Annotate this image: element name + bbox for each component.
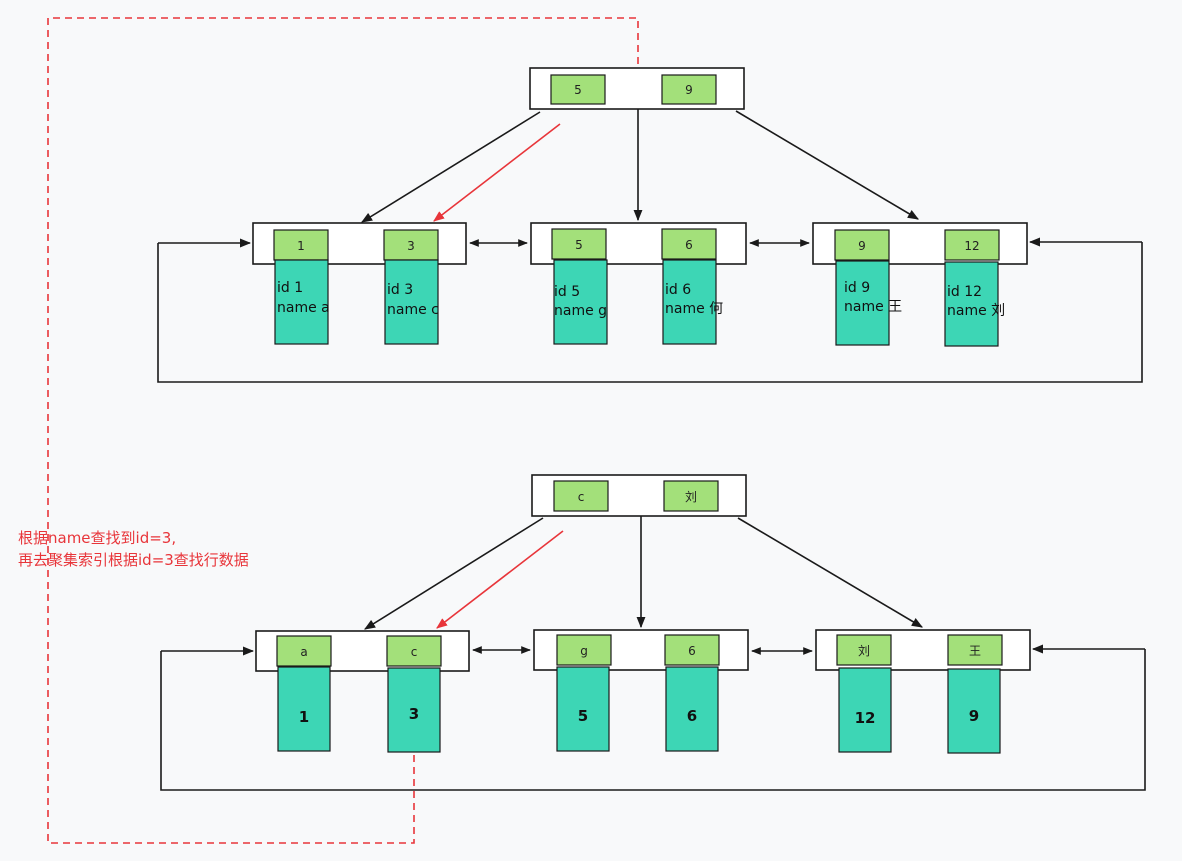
record-id-text: id 1 [277,280,303,296]
record-id-text: id 3 [387,282,413,298]
lower-root-key: c [578,490,585,504]
row-record-box [835,260,890,346]
row-record-box [384,259,439,345]
lower-root-node: c 刘 [531,474,747,517]
upper-leaf-key: 9 [858,239,866,253]
primary-key-value: 1 [299,708,309,726]
primary-key-value: 9 [969,707,979,725]
leaf-circular-link [157,242,1143,383]
record-name-text: name g [554,303,607,319]
upper-leaf-key-box [944,229,1000,261]
lower-leaf-node: a c 1 3 [255,630,470,753]
lower-root-key: 刘 [685,490,697,504]
lower-leaf-key: 6 [688,644,696,658]
record-id-text: id 5 [554,284,580,300]
upper-tree: 5 9 1 3 id 1 name a id 3 name c 5 [157,67,1143,383]
lower-leaf-node: g 6 5 6 [533,629,749,752]
lower-leaf-key-box [664,634,720,666]
record-id-text: id 9 [844,280,870,296]
upper-leaf-key-box [383,229,439,261]
lower-leaf-key: 刘 [858,644,870,658]
lower-tree: c 刘 a c 1 3 g 6 5 [160,474,1146,791]
record-id-text: id 6 [665,282,691,298]
upper-root-key: 9 [685,83,693,97]
primary-key-box [277,666,331,752]
lower-leaf-key-box [947,634,1003,666]
lower-leaf-key: c [411,645,418,659]
record-name-text: name 刘 [947,303,1005,319]
lower-pointer-arrow [737,517,923,628]
upper-leaf-key: 3 [407,239,415,253]
lower-leaf-key: g [580,644,588,658]
upper-pointer-arrow [735,110,919,220]
upper-pointer-arrow [361,111,541,223]
lookup-annotation: 根据name查找到id=3, 再去聚集索引根据id=3查找行数据 [18,529,249,569]
primary-key-box [665,666,719,752]
record-name-text: name a [277,300,330,316]
upper-leaf-key-box [661,228,717,260]
lower-search-arrow [436,530,564,629]
upper-leaf-key: 5 [575,238,583,252]
upper-leaf-key: 6 [685,238,693,252]
annotation-line-2: 再去聚集索引根据id=3查找行数据 [18,551,249,569]
row-record-box [553,259,608,345]
upper-root-key-box [661,74,717,105]
upper-leaf-node: 9 12 id 9 name 王 id 12 name 刘 [812,222,1028,347]
record-name-text: name 何 [665,301,723,317]
primary-key-box [838,667,892,753]
lower-root-key-box [663,480,719,512]
lower-leaf-key: a [300,645,307,659]
primary-key-value: 3 [409,705,419,723]
upper-leaf-key: 1 [297,239,305,253]
record-name-text: name 王 [844,299,902,315]
upper-search-arrow [433,123,561,222]
lower-pointer-arrow [364,517,544,630]
primary-key-box [556,666,610,752]
upper-leaf-key-box [551,228,607,260]
lower-leaf-key-box [276,635,332,667]
lower-root-key-box [553,480,609,512]
record-id-text: id 12 [947,284,982,300]
upper-leaf-key: 12 [964,239,979,253]
primary-key-box [947,668,1001,754]
record-name-text: name c [387,302,439,318]
primary-key-box [387,667,441,753]
row-record-box [274,259,329,345]
row-record-box [662,259,717,345]
primary-key-value: 6 [687,707,697,725]
upper-leaf-key-box [834,229,890,261]
upper-root-key: 5 [574,83,582,97]
annotation-line-1: 根据name查找到id=3, [18,529,176,547]
upper-leaf-node: 5 6 id 5 name g id 6 name 何 [530,222,747,345]
lower-leaf-key-box [836,634,892,666]
lower-leaf-key-box [556,634,612,666]
lookup-path-dashed [47,17,639,844]
row-record-box [944,261,999,347]
primary-key-value: 12 [855,709,876,727]
leaf-circular-link [160,649,1146,791]
upper-root-node: 5 9 [529,67,745,110]
primary-key-value: 5 [578,707,588,725]
upper-root-key-box [550,74,606,105]
upper-leaf-node: 1 3 id 1 name a id 3 name c [252,222,467,345]
lower-leaf-node: 刘 王 12 9 [815,629,1031,754]
upper-leaf-key-box [273,229,329,261]
lower-leaf-key: 王 [969,644,981,658]
lower-leaf-key-box [386,635,442,667]
